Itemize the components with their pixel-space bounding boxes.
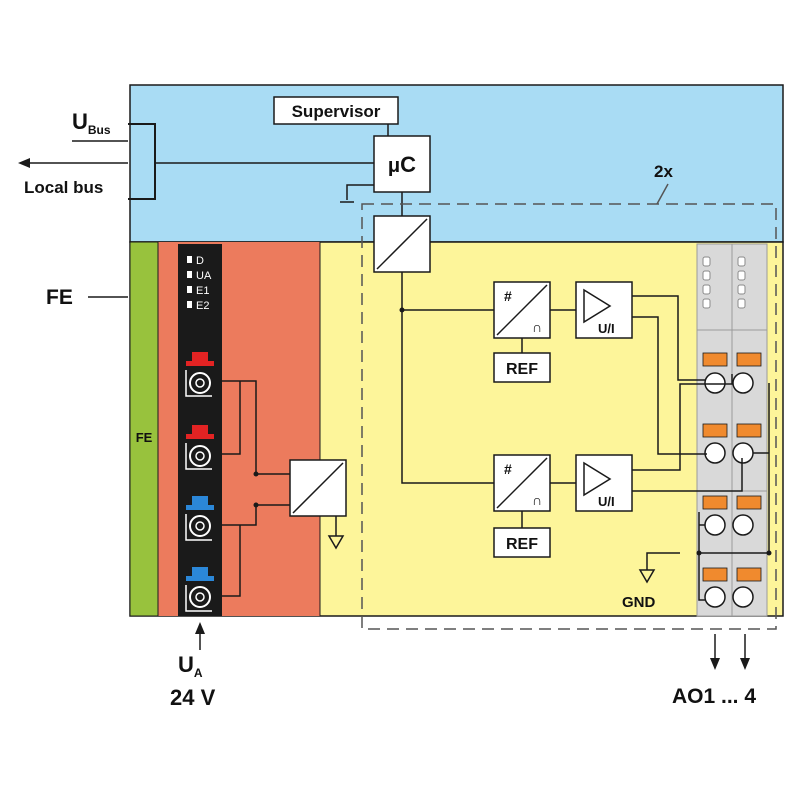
led-ua-icon — [187, 271, 192, 278]
terminal-clamp-icon — [189, 515, 211, 537]
power-terminal-3 — [185, 496, 214, 541]
microcontroller-box — [373, 135, 431, 193]
voltage-label: 24 V — [170, 685, 216, 710]
ground-symbol-icon — [327, 516, 345, 550]
led-d-label: D — [196, 255, 204, 267]
led-e1-label: E1 — [196, 285, 209, 297]
dac-converter-1: # ∩ — [493, 281, 551, 339]
power-wiring — [212, 380, 290, 597]
svg-text:#: # — [504, 461, 512, 477]
terminal-clamp-icon — [704, 514, 726, 536]
ui-amplifier-2: U/I — [575, 454, 633, 512]
terminal-clamp-icon — [189, 372, 211, 394]
junction-dot — [253, 502, 259, 508]
ubus-label: UBus — [72, 109, 111, 137]
power-terminal-1 — [185, 352, 214, 397]
terminal-clamp-icon — [704, 586, 726, 608]
arrow-down-icon — [740, 658, 750, 670]
terminal-clamp-icon — [704, 442, 726, 464]
svg-text:∩: ∩ — [532, 492, 542, 508]
ref-box-1 — [493, 352, 551, 383]
supervisor-box — [273, 96, 399, 125]
terminal-clamp-icon — [704, 372, 726, 394]
terminal-clamp-icon — [189, 445, 211, 467]
led-e2-icon — [187, 301, 192, 308]
channel-group-frame — [361, 203, 777, 630]
power-converter — [289, 459, 347, 517]
ground-symbol-icon — [638, 569, 656, 584]
spring-latches — [702, 352, 762, 582]
fe-label: FE — [46, 286, 73, 309]
fe-strip — [129, 241, 159, 617]
led-d-icon — [187, 256, 192, 263]
local-bus-label: Local bus — [24, 178, 103, 197]
dac-converter-2: # ∩ — [493, 454, 551, 512]
svg-text:U/I: U/I — [598, 494, 615, 509]
output-status-leds — [702, 256, 746, 309]
bus-bracket — [128, 123, 156, 200]
supervisor-label: Supervisor — [292, 102, 381, 121]
outputs-label: AO1 ... 4 — [672, 685, 756, 708]
microcontroller-label: μC — [388, 152, 416, 177]
terminal-clamp-icon — [732, 372, 754, 394]
signal-wiring — [401, 272, 576, 484]
power-terminal-2 — [185, 425, 214, 470]
svg-text:#: # — [504, 288, 512, 304]
status-leds — [187, 256, 192, 308]
red-latch-icon — [192, 352, 208, 361]
led-e1-icon — [187, 286, 192, 293]
ua-label: UA — [178, 652, 203, 680]
arrow-down-icon — [710, 658, 720, 670]
arrow-left-icon — [18, 158, 30, 168]
red-latch-icon — [192, 425, 208, 434]
ground-symbol-icon — [340, 184, 374, 203]
gnd-label: GND — [622, 594, 656, 611]
multiplier-label: 2x — [654, 162, 673, 181]
terminal-clamp-icon — [732, 442, 754, 464]
junction-dot — [399, 307, 405, 313]
svg-text:U/I: U/I — [598, 321, 615, 336]
ref-label-1: REF — [506, 361, 538, 378]
led-e2-label: E2 — [196, 300, 209, 312]
terminal-clamp-icon — [732, 514, 754, 536]
power-terminal-4 — [185, 567, 214, 612]
terminal-clamp-icon — [189, 586, 211, 608]
output-wiring — [632, 295, 770, 601]
ui-amplifier-1: U/I — [575, 281, 633, 339]
blue-latch-icon — [192, 567, 208, 576]
blue-latch-icon — [192, 496, 208, 505]
arrow-up-icon — [195, 622, 205, 634]
ref-box-2 — [493, 527, 551, 558]
led-ua-label: UA — [196, 270, 212, 282]
svg-text:∩: ∩ — [532, 319, 542, 335]
ref-label-2: REF — [506, 536, 538, 553]
isolator-converter — [373, 215, 431, 273]
junction-dot — [766, 550, 772, 556]
junction-dot — [696, 550, 702, 556]
fe-strip-label: FE — [136, 430, 153, 445]
multiplier-pointer — [656, 183, 669, 205]
terminal-clamp-icon — [732, 586, 754, 608]
junction-dot — [253, 471, 259, 477]
